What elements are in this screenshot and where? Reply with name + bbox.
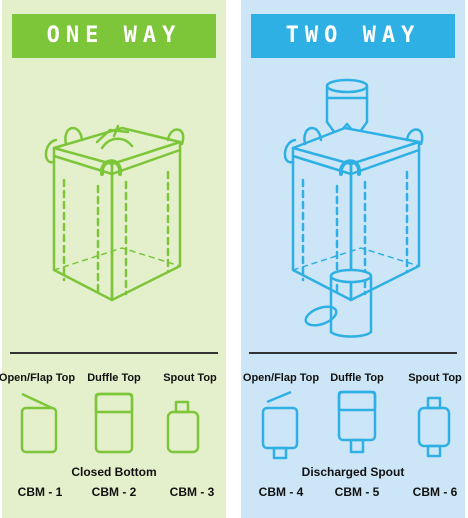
- type-label: Open/Flap Top: [0, 372, 76, 384]
- duffle-top-icon: [94, 392, 134, 454]
- type-label: Open/Flap Top: [242, 372, 320, 384]
- two-way-title: TWO WAY: [251, 14, 455, 58]
- type-label: Spout Top: [163, 372, 217, 384]
- one-way-panel: ONE WAY Open/Flap Top Duffle Top Spout T…: [0, 0, 226, 518]
- type-label: Duffle Top: [330, 372, 384, 384]
- bottom-type-label: Closed Bottom: [71, 465, 157, 479]
- duffle-top-icon: [337, 390, 377, 454]
- spout-top-icon: [417, 396, 451, 458]
- cbm-code: CBM - 2: [91, 485, 137, 499]
- one-way-bag-illustration: [44, 124, 185, 302]
- open-flap-top-icon: [20, 392, 58, 454]
- type-label: Duffle Top: [87, 372, 141, 384]
- divider: [10, 352, 218, 354]
- two-way-panel: TWO WAY Open/Flap Top Duffle Top Spout T…: [241, 0, 465, 518]
- open-flap-top-icon: [261, 390, 299, 460]
- bottom-type-label: Discharged Spout: [301, 465, 405, 479]
- cbm-code: CBM - 1: [17, 485, 63, 499]
- type-label: Spout Top: [408, 372, 462, 384]
- one-way-title: ONE WAY: [12, 14, 216, 58]
- spout-top-icon: [166, 400, 200, 454]
- cbm-code: CBM - 4: [258, 485, 304, 499]
- cbm-code: CBM - 5: [334, 485, 380, 499]
- cbm-code: CBM - 3: [169, 485, 215, 499]
- two-way-bag-illustration: [283, 78, 424, 338]
- two-way-type-icons: [261, 390, 451, 460]
- one-way-type-icons: [20, 392, 200, 454]
- cbm-code: CBM - 6: [412, 485, 458, 499]
- divider: [249, 352, 457, 354]
